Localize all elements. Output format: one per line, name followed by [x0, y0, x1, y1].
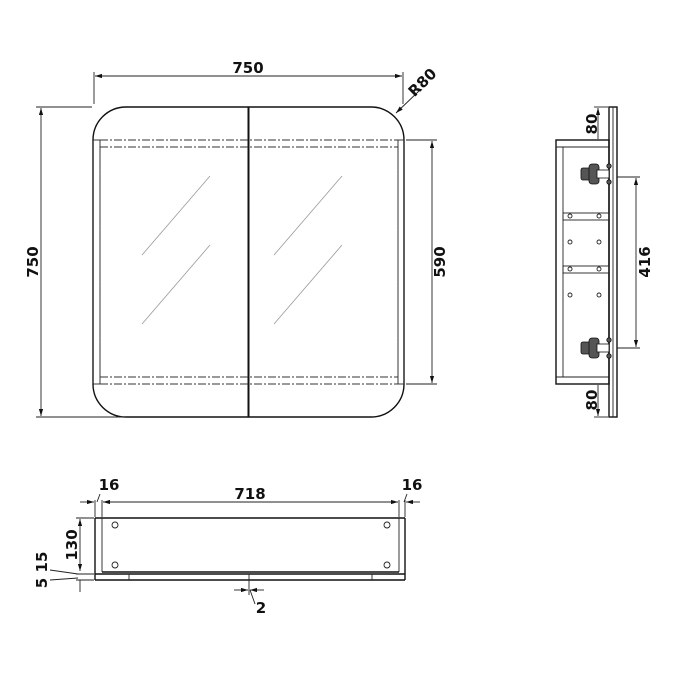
left-side-thickness-label: 16	[99, 476, 120, 494]
hinge-icon	[580, 337, 612, 359]
right-side-thickness-label: 16	[402, 476, 423, 494]
mirror-reflection-icon	[141, 175, 343, 325]
side-view: 80 80 416	[555, 106, 654, 418]
side-top-offset-label: 80	[583, 114, 601, 135]
depth-label: 130	[63, 529, 81, 560]
depth-dimension: 130	[63, 517, 94, 571]
front-width-dimension: 750	[93, 59, 404, 104]
front-width-label: 750	[232, 59, 263, 77]
cabinet-hidden-lines	[99, 139, 399, 385]
door-gap-dimension: 2	[234, 580, 266, 617]
door-thickness-dimension: 15 5	[33, 552, 94, 592]
side-top-offset-dimension: 80	[583, 106, 608, 139]
front-panel-outline	[92, 106, 405, 418]
corner-radius-label: R80	[405, 65, 441, 101]
inner-width-dimension: 718	[103, 485, 398, 505]
plan-view: 16 718 16 130 15 5	[33, 476, 422, 617]
front-height-dimension: 750	[24, 106, 126, 418]
gap-label: 5	[33, 578, 51, 588]
inner-width-label: 718	[234, 485, 265, 503]
hinge-icon	[580, 163, 612, 185]
right-side-thickness-dimension: 16	[402, 476, 423, 505]
side-bottom-offset-label: 80	[583, 390, 601, 411]
side-bottom-offset-dimension: 80	[583, 385, 608, 418]
left-side-thickness-dimension: 16	[80, 476, 120, 505]
door-gap-label: 2	[256, 599, 266, 617]
door-thickness-label: 15	[33, 552, 51, 573]
hinge-spacing-dimension: 416	[617, 176, 654, 349]
hinge-spacing-label: 416	[636, 246, 654, 277]
front-view: 750 750 R80 590	[24, 59, 449, 418]
inner-height-dimension: 590	[406, 139, 449, 385]
shelf-supports	[562, 212, 610, 298]
inner-height-label: 590	[431, 246, 449, 277]
front-height-label: 750	[24, 246, 42, 277]
